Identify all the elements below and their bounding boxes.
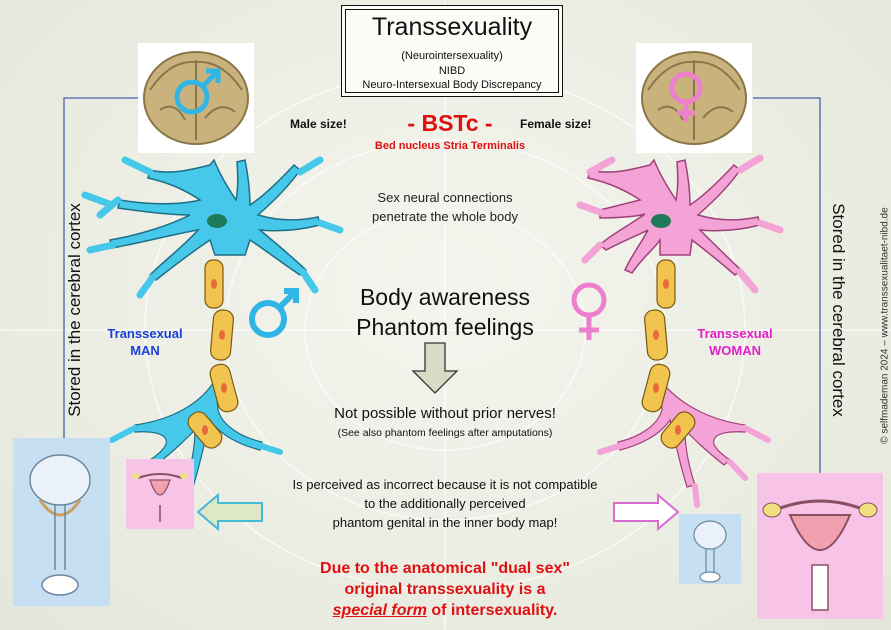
- title-main: Transsexuality: [371, 13, 533, 41]
- bstc-heading: - BSTc -: [407, 110, 493, 136]
- male-anatomy-image-left: [13, 438, 110, 606]
- sex-neural-line-1: Sex neural connections: [377, 190, 513, 205]
- conclusion-emphasis: special form: [332, 602, 427, 619]
- conclusion-text: Due to the anatomical "dual sex" origina…: [240, 558, 650, 621]
- conclusion-line-2: original transsexuality is a: [344, 581, 546, 598]
- not-possible-text: Not possible without prior nerves!: [334, 405, 556, 422]
- title-subtitle-3: Neuro-Intersexual Body Discrepancy: [362, 79, 542, 91]
- right-brain-image: [636, 43, 752, 153]
- title-subtitle-1: (Neurointersexuality): [401, 50, 503, 62]
- stored-cortex-right-label: Stored in the cerebral cortex: [829, 203, 848, 417]
- female-size-label: Female size!: [520, 117, 592, 131]
- conclusion-line-1: Due to the anatomical "dual sex": [320, 560, 570, 577]
- left-neuron: [81, 156, 344, 508]
- transsexual-woman-line-1: Transsexual: [697, 326, 773, 341]
- transsexual-man-line-2: MAN: [130, 343, 160, 358]
- transsexual-woman-line-2: WOMAN: [709, 343, 761, 358]
- stored-cortex-left-label: Stored in the cerebral cortex: [65, 203, 84, 417]
- transsexual-man-line-1: Transsexual: [107, 326, 183, 341]
- transsexual-man-label: Transsexual MAN: [95, 325, 195, 359]
- title-box-inner-border: [345, 9, 559, 93]
- perceived-text: Is perceived as incorrect because it is …: [215, 475, 675, 532]
- perceived-line-2: to the additionally perceived: [364, 496, 526, 511]
- perceived-line-1: Is perceived as incorrect because it is …: [292, 477, 598, 492]
- left-brain-image: [138, 43, 254, 153]
- copyright-credit: © selfmademan 2024 – www.transsexualitae…: [879, 207, 891, 444]
- female-anatomy-image-right: [757, 473, 883, 619]
- down-arrow: [411, 342, 459, 394]
- body-awareness-line-2: Phantom feelings: [356, 314, 534, 340]
- female-anatomy-image-left: [126, 459, 194, 529]
- male-anatomy-image-right: [679, 514, 741, 584]
- title-box: Transsexuality (Neurointersexuality) NIB…: [341, 5, 563, 97]
- connector-lines: [63, 97, 821, 500]
- conclusion-line-3: special form of intersexuality.: [240, 600, 650, 621]
- sex-neural-text: Sex neural connections penetrate the who…: [330, 188, 560, 226]
- left-pointing-arrow: [196, 492, 263, 532]
- sex-neural-line-2: penetrate the whole body: [372, 209, 518, 224]
- bstc-full-name: Bed nucleus Stria Terminalis: [374, 140, 526, 152]
- body-awareness-line-1: Body awareness: [359, 284, 531, 310]
- female-symbol: [571, 282, 607, 340]
- right-pointing-arrow: [613, 492, 680, 532]
- right-neuron: [576, 154, 784, 508]
- conclusion-line-3-rest: of intersexuality.: [426, 602, 558, 619]
- title-subtitle-2: NIBD: [438, 65, 466, 77]
- perceived-line-3: phantom genital in the inner body map!: [332, 515, 558, 530]
- male-size-label: Male size!: [290, 117, 347, 131]
- transsexual-woman-label: Transsexual WOMAN: [680, 325, 790, 359]
- see-also-text: (See also phantom feelings after amputat…: [337, 427, 553, 439]
- male-symbol: [249, 288, 299, 338]
- body-awareness-text: Body awareness Phantom feelings: [300, 282, 590, 342]
